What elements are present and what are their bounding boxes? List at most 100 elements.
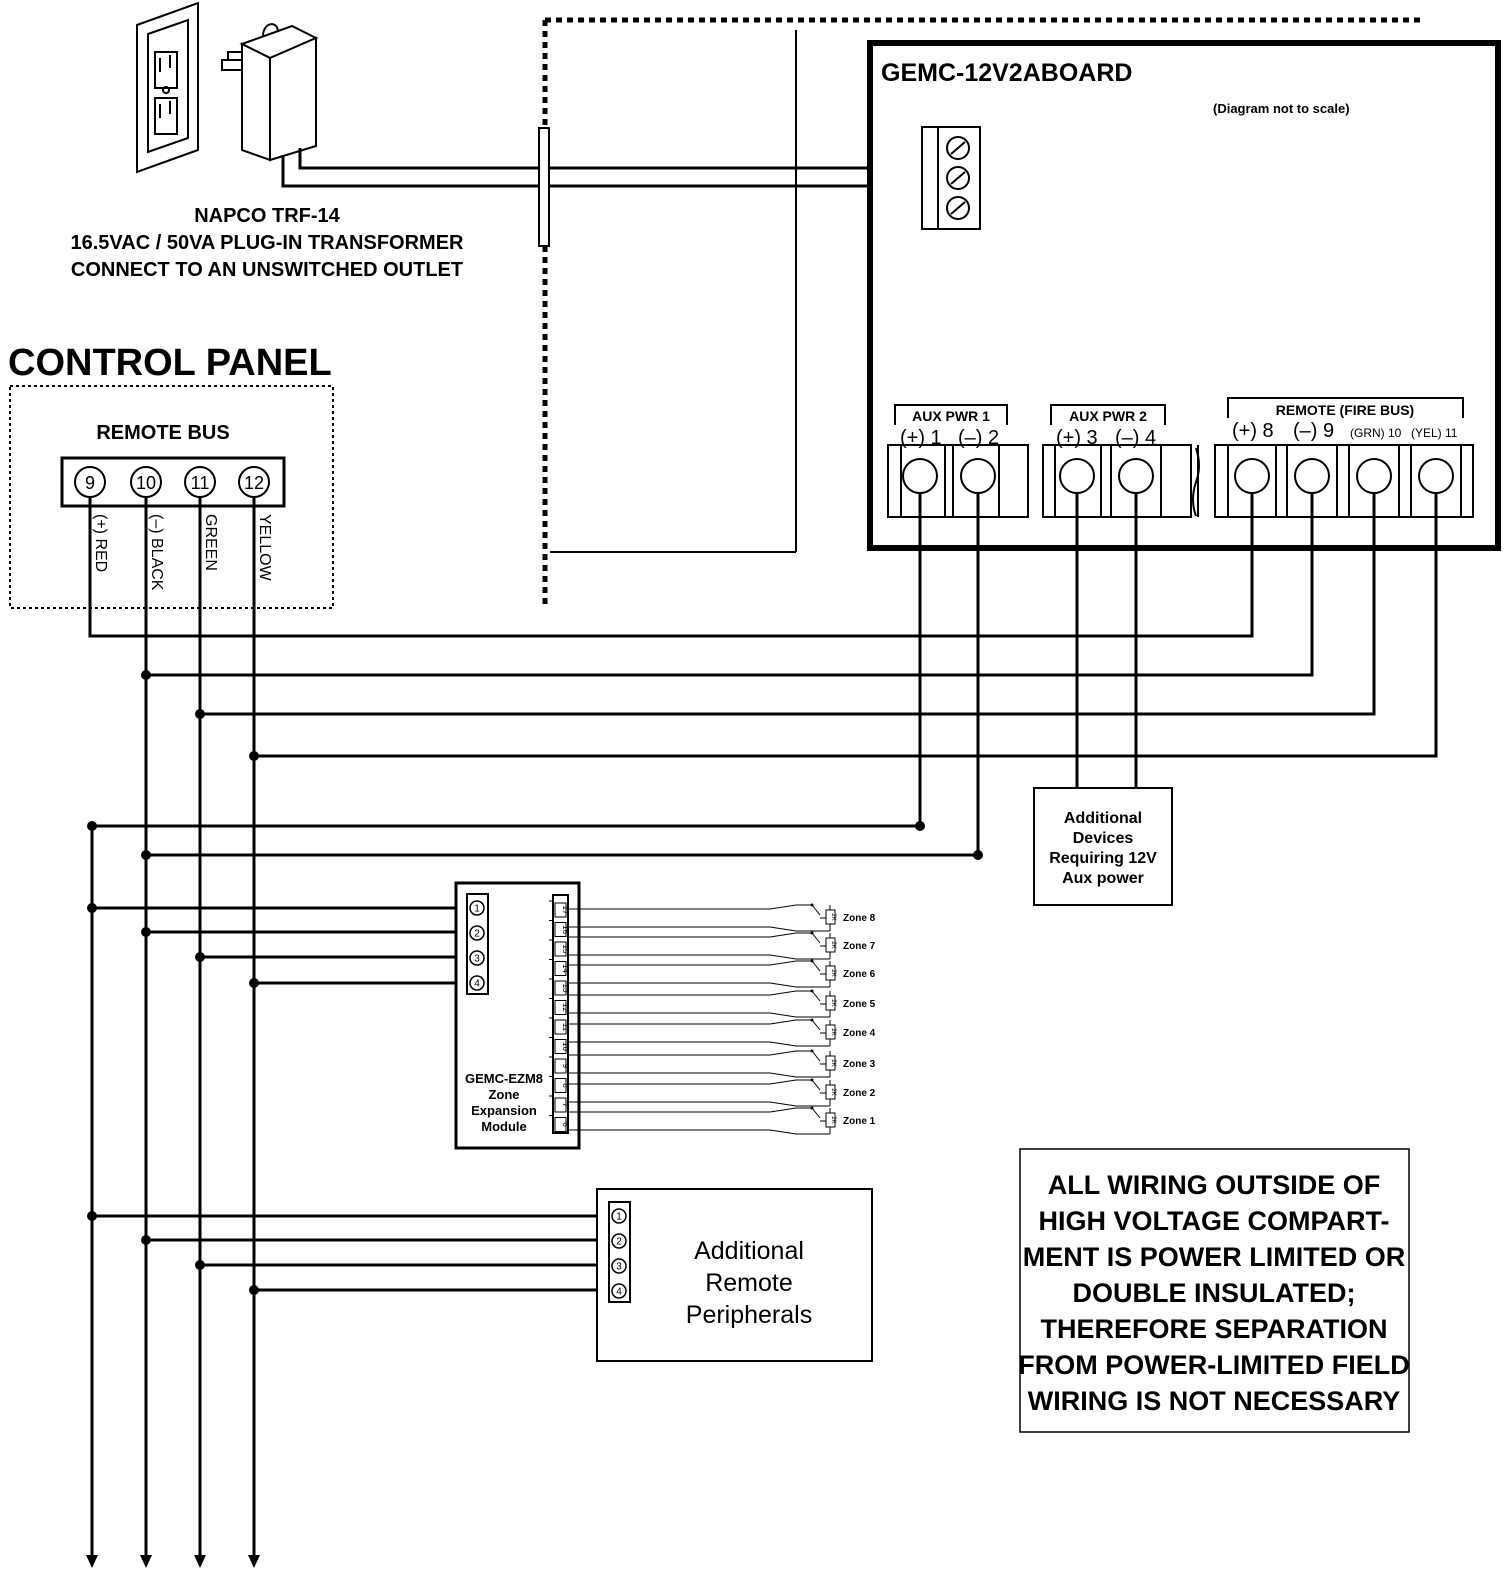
svg-text:3: 3 — [474, 954, 480, 965]
svg-text:4: 4 — [616, 1287, 622, 1298]
svg-text:2K: 2K — [830, 1088, 836, 1095]
note-line-7: WIRING IS NOT NECESSARY — [1028, 1386, 1401, 1416]
terminal-label-4: (–) 4 — [1115, 427, 1156, 449]
peripherals-line-2: Remote — [705, 1269, 793, 1297]
resistor-icon: 2K — [825, 905, 836, 931]
screw-icon — [946, 136, 970, 160]
zone-label: Zone 8 — [843, 913, 876, 924]
input-terminal-1: 1 — [469, 900, 485, 916]
control-panel-box — [9, 385, 334, 609]
zone-label: Zone 3 — [843, 1059, 876, 1070]
svg-text:2K: 2K — [830, 999, 836, 1006]
module-input-strip — [466, 893, 489, 995]
zone-terminal-9: 9 — [549, 1056, 570, 1074]
ac-terminal-block — [921, 126, 981, 230]
svg-text:9: 9 — [561, 1064, 570, 1069]
input-terminal-4: 4 — [469, 975, 485, 991]
zone-terminal-16: 16 — [549, 920, 570, 937]
bus-wiring — [88, 494, 1438, 1555]
svg-text:15: 15 — [561, 945, 570, 954]
zone-terminal-17: 17 — [549, 900, 570, 918]
svg-text:2K: 2K — [830, 969, 836, 976]
aux-pwr-1-group: AUX PWR 1 — [894, 404, 1008, 425]
terminal-label-8: (+) 8 — [1232, 420, 1274, 442]
svg-text:16: 16 — [561, 925, 570, 934]
cable-clamp — [538, 127, 550, 247]
input-terminal-4: 4 — [611, 1283, 627, 1299]
input-terminal-3: 3 — [469, 950, 485, 966]
input-terminal-2: 2 — [469, 925, 485, 941]
svg-text:9: 9 — [85, 473, 95, 493]
bus-terminal-10: 10 — [130, 466, 162, 498]
module-line-2: Zone — [488, 1087, 519, 1102]
terminal-label-3: (+) 3 — [1056, 427, 1098, 449]
svg-text:10: 10 — [136, 473, 156, 493]
svg-text:1: 1 — [616, 1212, 622, 1223]
terminal-label-11: (YEL) 11 — [1411, 426, 1458, 440]
peripherals-box — [596, 1188, 873, 1362]
bus-terminal-12: 12 — [238, 466, 270, 498]
zone-terminal-13: 13 — [549, 978, 570, 996]
peripheral-input-terminals: 1 2 3 4 — [611, 1208, 627, 1299]
screw-icon — [946, 166, 970, 190]
board-terminal-strip — [887, 444, 1474, 518]
svg-text:7: 7 — [561, 1103, 570, 1108]
group-label: AUX PWR 1 — [912, 408, 990, 424]
terminal-label-1: (+) 1 — [900, 427, 942, 449]
wire-label-green: GREEN — [202, 514, 219, 571]
high-voltage-compartment — [542, 17, 1420, 605]
zone-circuit-8: 2K Zone 8 — [568, 903, 876, 932]
transformer-spec: 16.5VAC / 50VA PLUG-IN TRANSFORMER — [70, 232, 464, 254]
group-label: AUX PWR 2 — [1069, 408, 1147, 424]
svg-text:2K: 2K — [830, 1028, 836, 1035]
resistor-icon: 2K — [825, 1080, 836, 1106]
input-terminal-2: 2 — [611, 1233, 627, 1249]
resistor-icon: 2K — [825, 991, 836, 1017]
terminal-label-2: (–) 2 — [958, 427, 999, 449]
zone-terminal-11: 11 — [549, 1017, 570, 1035]
remote-bus-label: REMOTE BUS — [96, 422, 229, 444]
svg-text:2K: 2K — [830, 913, 836, 920]
zone-label: Zone 1 — [843, 1116, 876, 1127]
zone-circuit-2: 2K Zone 2 — [568, 1078, 876, 1107]
group-label: REMOTE (FIRE BUS) — [1276, 402, 1414, 418]
zone-label: Zone 2 — [843, 1088, 876, 1099]
note-line-6: FROM POWER-LIMITED FIELD — [1018, 1350, 1409, 1380]
zone-label: Zone 6 — [843, 969, 876, 980]
resistor-icon: 2K — [825, 961, 836, 987]
wall-outlet-icon — [136, 1, 199, 174]
zone-wiring: 2K Zone 8 2K Zone 7 2K Zone 6 2K Zone 5 2K Zone 4… — [568, 903, 876, 1135]
zone-label: Zone 5 — [843, 999, 876, 1010]
zone-circuit-5: 2K Zone 5 — [568, 989, 876, 1018]
svg-text:2: 2 — [474, 929, 480, 940]
svg-text:17: 17 — [561, 906, 570, 915]
arrow-down-icon — [86, 1555, 260, 1568]
note-line-5: THEREFORE SEPARATION — [1040, 1314, 1387, 1344]
svg-text:10: 10 — [561, 1042, 570, 1051]
svg-text:6: 6 — [561, 1122, 570, 1127]
bus-terminal-11: 11 — [184, 466, 216, 498]
transformer-model: NAPCO TRF-14 — [194, 205, 340, 227]
resistor-icon: 2K — [825, 1108, 836, 1134]
zone-label: Zone 7 — [843, 941, 876, 952]
svg-text:8: 8 — [561, 1083, 570, 1088]
svg-text:14: 14 — [561, 964, 570, 973]
module-line-3: Expansion — [471, 1103, 537, 1118]
zone-terminal-10: 10 — [549, 1037, 570, 1054]
note-line-3: MENT IS POWER LIMITED OR — [1023, 1242, 1406, 1272]
aux-pwr-2-group: AUX PWR 2 — [1050, 404, 1166, 425]
resistor-icon: 2K — [825, 1020, 836, 1046]
resistor-icon: 2K — [825, 933, 836, 959]
module-input-terminals: 1 2 3 4 — [469, 900, 485, 991]
svg-text:3: 3 — [616, 1262, 622, 1273]
note-line-4: DOUBLE INSULATED; — [1073, 1278, 1356, 1308]
input-terminal-3: 3 — [611, 1258, 627, 1274]
aux-devices-line-2: Devices — [1073, 830, 1134, 847]
zone-terminal-15: 15 — [549, 939, 570, 957]
svg-text:13: 13 — [561, 984, 570, 993]
zone-label: Zone 4 — [843, 1028, 876, 1039]
scale-note: (Diagram not to scale) — [1213, 101, 1350, 116]
zone-terminal-7: 7 — [549, 1095, 570, 1113]
